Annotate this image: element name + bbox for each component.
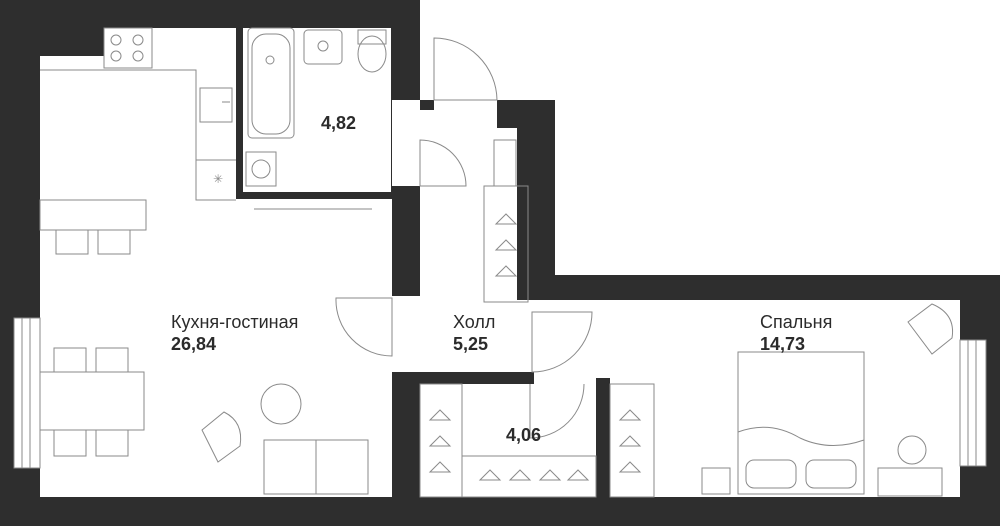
bedroom-wardrobe: [609, 383, 655, 498]
toilet-icon: [357, 29, 387, 45]
living-room-area: 26,84: [171, 334, 217, 354]
kitchen-counter: [40, 69, 236, 201]
storage-wardrobe: [419, 383, 463, 498]
bedroom-name: Спальня: [760, 312, 833, 332]
door-storage: [529, 383, 585, 439]
window-icon: [13, 317, 987, 469]
hanger-icon: [494, 239, 518, 251]
chair-icon: [53, 429, 87, 457]
hanger-icon: [478, 469, 502, 481]
washing-machine-icon: [245, 151, 277, 187]
storage-area: 4,06: [506, 425, 542, 445]
hanger-icon: [428, 435, 452, 447]
hanger-icon: [566, 469, 590, 481]
chair-icon: [897, 435, 927, 465]
armchair-icon: [907, 303, 954, 355]
bedroom-area: 14,73: [760, 334, 806, 354]
dining-table: [39, 371, 145, 431]
bathroom-area: 4,82: [321, 113, 357, 133]
door-living: [335, 297, 393, 357]
armchair-icon: [201, 411, 242, 463]
nightstand: [701, 467, 731, 495]
hanger-icon: [538, 469, 562, 481]
door-bathroom: [419, 139, 467, 187]
hall-name: Холл: [453, 312, 496, 332]
floor: [40, 28, 960, 497]
chair-icon: [55, 229, 89, 255]
coffee-table: [260, 383, 302, 425]
interior-walls: [236, 28, 1000, 526]
bar-counter: [39, 199, 147, 231]
door-bedroom: [531, 311, 593, 373]
door-entrance: [433, 37, 498, 101]
hanger-icon: [494, 213, 518, 225]
desk: [877, 467, 943, 497]
svg-text:✳: ✳: [213, 172, 223, 186]
chair-icon: [95, 429, 129, 457]
chair-icon: [53, 347, 87, 373]
hanger-icon: [428, 409, 452, 421]
hanger-icon: [618, 435, 642, 447]
bed-icon: [737, 351, 865, 495]
hanger-icon: [508, 469, 532, 481]
hanger-icon: [618, 461, 642, 473]
hanger-icon: [428, 461, 452, 473]
hall-area: 5,25: [453, 334, 489, 354]
hanger-icon: [618, 409, 642, 421]
chair-icon: [95, 347, 129, 373]
living-room-name: Кухня-гостиная: [171, 312, 299, 332]
chair-icon: [97, 229, 131, 255]
hanger-icon: [494, 265, 518, 277]
sink-icon: [199, 87, 233, 123]
sink-icon: [303, 29, 343, 65]
bathtub-icon: [247, 27, 295, 139]
stove-icon: [103, 27, 153, 69]
